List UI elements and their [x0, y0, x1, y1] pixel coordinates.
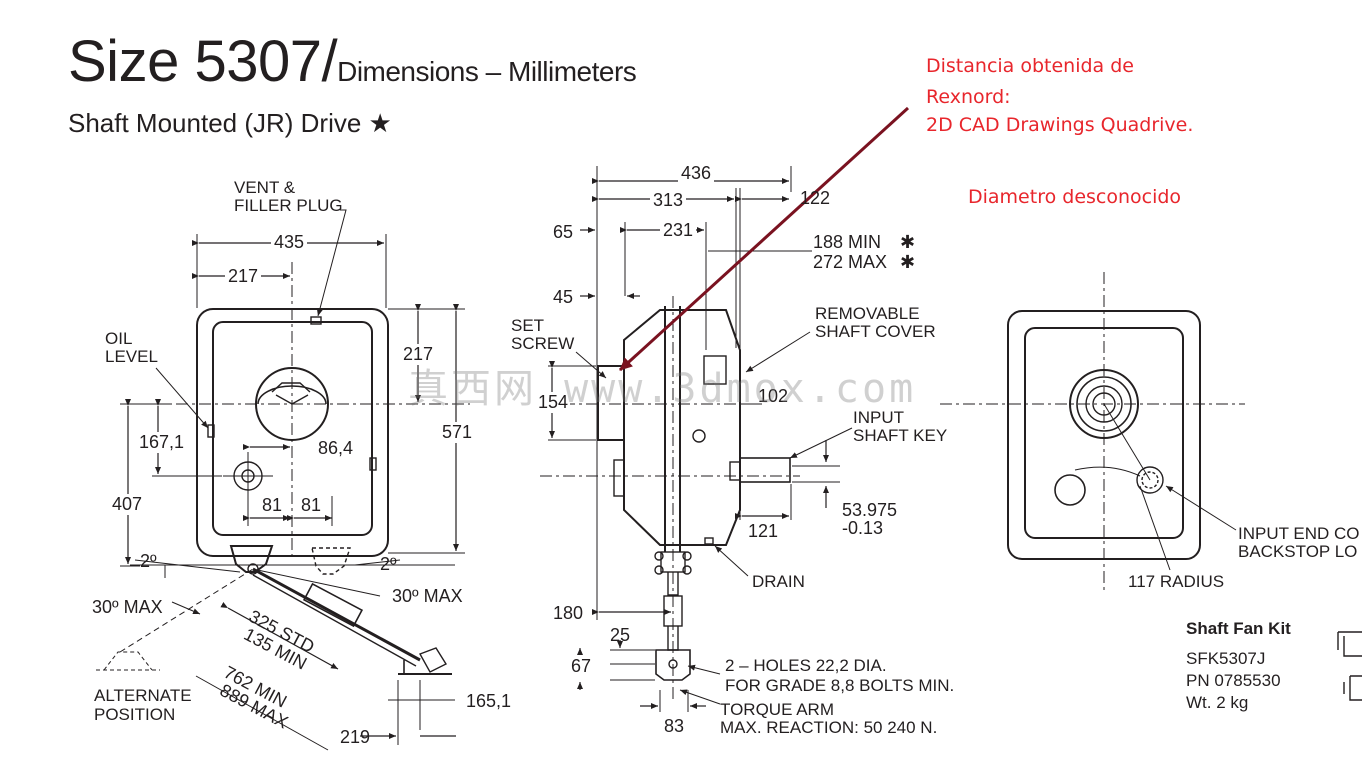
units-label: Dimensions – Millimeters: [337, 56, 637, 87]
fan-kit-sketch: [1337, 631, 1362, 701]
fan-kit-title: Shaft Fan Kit: [1186, 619, 1291, 638]
front-view: [96, 209, 470, 751]
filler-plug-label: FILLER PLUG: [234, 196, 343, 215]
dim-272-max: 272 MAX: [813, 252, 888, 272]
annotation-source-line3: 2D CAD Drawings Quadrive.: [926, 114, 1194, 136]
annotation-source-line1: Distancia obtenida de: [926, 55, 1134, 77]
input-label: INPUT: [853, 408, 904, 427]
dim-86-4: 86,4: [318, 438, 354, 458]
dim-67: 67: [571, 656, 592, 676]
dim-167-1: 167,1: [137, 432, 187, 453]
annotation-unknown-diameter: Diametro desconocido: [968, 186, 1182, 208]
dim-435: 435: [271, 232, 308, 253]
side-view: [540, 166, 853, 712]
dim-81-left: 81: [262, 495, 283, 515]
vent-label: VENT &: [234, 178, 296, 197]
dim-81-right: 81: [301, 495, 322, 515]
angle-2-right: 2º: [380, 554, 397, 574]
oil-label: OIL: [105, 329, 133, 348]
radius-label: 117 RADIUS: [1128, 572, 1225, 591]
fan-kit-pn: PN 0785530: [1186, 671, 1281, 690]
asterisk-min: ✱: [900, 232, 916, 252]
position-label: POSITION: [94, 705, 176, 724]
bolts-label: FOR GRADE 8,8 BOLTS MIN.: [725, 676, 955, 695]
screw-label: SCREW: [511, 334, 575, 353]
dim-25: 25: [610, 625, 631, 645]
torque-arm-label: TORQUE ARM: [720, 700, 834, 719]
drain-label: DRAIN: [752, 572, 805, 591]
dim-121: 121: [748, 521, 779, 541]
dim-571: 571: [440, 422, 475, 443]
dim-45: 45: [553, 287, 574, 307]
page-title: Size 5307/Dimensions – Millimeters: [68, 28, 637, 95]
annotation-arrow: [618, 106, 910, 372]
max-reaction-label: MAX. REACTION: 50 240 N.: [720, 718, 938, 737]
holes-label: 2 – HOLES 22,2 DIA.: [725, 656, 887, 675]
dim-188-min: 188 MIN: [813, 232, 882, 252]
shaft-cover-label: SHAFT COVER: [815, 322, 936, 341]
dim-83: 83: [664, 716, 685, 736]
input-end-label: INPUT END CO: [1238, 524, 1360, 543]
watermark: 真西网 www.3dmox.com: [408, 366, 917, 412]
oil-level-label: LEVEL: [105, 347, 158, 366]
alternate-label: ALTERNATE: [94, 686, 192, 705]
rear-view: [940, 272, 1245, 590]
dim-217-horizontal: 217: [225, 266, 262, 287]
dim-53-975: 53.975: [842, 500, 898, 520]
dim-231: 231: [660, 220, 697, 241]
set-label: SET: [511, 316, 545, 335]
dim-122: 122: [800, 188, 831, 208]
annotation-source-line2: Rexnord:: [926, 86, 1011, 108]
dim-154: 154: [536, 392, 571, 413]
angle-2-left: 2º: [140, 551, 157, 571]
dim-407: 407: [110, 494, 145, 515]
fan-kit-part: SFK5307J: [1186, 649, 1266, 668]
dim-217-vertical: 217: [401, 344, 436, 365]
dim-102: 102: [758, 386, 789, 406]
dim-313: 313: [650, 190, 687, 211]
dim-65: 65: [553, 222, 574, 242]
fan-kit-weight: Wt. 2 kg: [1186, 693, 1249, 712]
page-subtitle: Shaft Mounted (JR) Drive ★: [68, 108, 392, 138]
shaft-key-label: SHAFT KEY: [853, 426, 948, 445]
removable-label: REMOVABLE: [815, 304, 920, 323]
dim-tolerance: -0.13: [842, 518, 884, 538]
size-label: Size 5307/: [68, 29, 338, 94]
dim-165-1: 165,1: [466, 691, 512, 711]
asterisk-max: ✱: [900, 252, 916, 272]
angle-30-max-left: 30º MAX: [92, 597, 163, 617]
backstop-label: BACKSTOP LO: [1238, 542, 1358, 561]
dim-219: 219: [340, 727, 371, 747]
dim-436: 436: [678, 163, 715, 184]
dim-180: 180: [553, 603, 584, 623]
angle-30-max-right: 30º MAX: [392, 586, 463, 606]
